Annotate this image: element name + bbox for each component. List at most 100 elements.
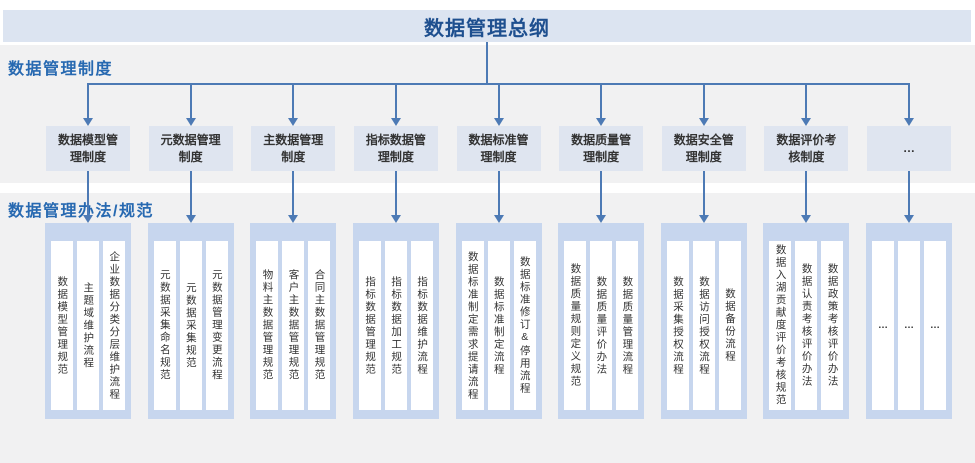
institution-box: 主数据管理制度 [251,126,336,171]
document-column: 元数据管理变更流程 [205,241,228,410]
arrow-stem [87,83,89,118]
institution-box-label: 主数据管理制度 [263,133,324,164]
branch-unit: 数据标准管理制度 数据标准制定需求提请流程 数据标准制定流程 数据标准修订&停用… [455,83,543,419]
document-column-label: 元数据采集规范 [184,281,197,370]
arrow-down-icon [904,118,914,126]
institution-box: 数据模型管理制度 [46,126,130,171]
arrow-stem [292,83,295,118]
document-column-label: 元数据采集命名规范 [158,269,171,382]
arrow-stem [702,171,705,215]
institution-box: 指标数据管理制度 [353,126,438,171]
arrow-to-documents [288,171,299,223]
arrow-to-documents [698,171,709,223]
arrow-down-icon [390,118,401,126]
arrow-to-institution [83,83,93,126]
document-column: 数据质量评价办法 [590,241,613,410]
document-column: 指标数据加工规范 [384,241,407,410]
arrow-stem [908,83,910,118]
branch-unit: 主数据管理制度 物料主数据管理规范 客户主数据管理规范 合同主数据管理规范 [249,83,337,419]
document-column-label: 数据标准修订&停用流程 [518,256,531,395]
document-column-label: 数据备份流程 [724,288,736,363]
branch-unit: … … … … [865,83,953,419]
arrow-stem [394,83,397,118]
title-bar: 数据管理总纲 [3,10,971,42]
institution-box: 数据评价考核制度 [764,126,849,171]
document-column-label: 数据模型管理规范 [56,275,69,376]
document-group: 数据标准制定需求提请流程 数据标准制定流程 数据标准修订&停用流程 [455,223,542,419]
institution-box-label: 元数据管理制度 [160,133,221,164]
arrow-stem [600,83,603,118]
document-column: 合同主数据管理规范 [308,241,331,410]
document-column: 数据访问授权流程 [692,241,715,410]
arrow-down-icon [493,118,504,126]
branches-row: 数据模型管理制度 数据模型管理规范 主题域维护流程 企业数据分类分层维护流程 [44,83,953,419]
document-column-label: 数据入湖贡献度评价考核规范 [774,244,787,407]
document-column-label: 主题域维护流程 [82,281,95,370]
institution-box-label: 数据评价考核制度 [776,133,837,164]
document-column-label: 指标数据维护流程 [416,275,429,376]
arrow-stem [497,83,500,118]
arrow-to-documents [596,171,607,223]
arrow-down-icon [83,215,93,223]
institution-box-label: … [903,141,915,156]
document-column-label: 数据政策考核评价办法 [826,263,839,388]
document-column-label: … [878,319,888,331]
document-column: 数据质量管理流程 [616,241,639,410]
institution-box: 数据安全管理制度 [661,126,746,171]
document-column: 物料主数据管理规范 [256,241,279,410]
arrow-to-institution [698,83,709,126]
document-column: 数据标准制定流程 [487,241,510,410]
branch-unit: 数据安全管理制度 数据采集授权流程 数据访问授权流程 数据备份流程 [660,83,748,419]
document-column: 数据政策考核评价办法 [821,241,844,410]
document-column: 指标数据维护流程 [410,241,433,410]
arrow-down-icon [493,215,504,223]
document-column: 数据标准修订&停用流程 [513,241,536,410]
document-column-label: 数据质量评价办法 [595,275,608,376]
institution-box: 元数据管理制度 [148,126,233,171]
arrow-to-institution [288,83,299,126]
arrow-stem [702,83,705,118]
page-title: 数据管理总纲 [424,17,550,40]
document-column-label: 数据访问授权流程 [698,275,710,376]
arrow-to-institution [596,83,607,126]
document-column-label: 数据质量规则定义规范 [569,263,582,388]
arrow-to-institution [493,83,504,126]
document-column: 企业数据分类分层维护流程 [103,241,125,410]
arrow-to-documents [83,171,93,223]
institution-box-label: 数据安全管理制度 [673,133,734,164]
document-column-label: 数据标准制定流程 [492,275,505,376]
document-group: 数据模型管理规范 主题域维护流程 企业数据分类分层维护流程 [45,223,131,419]
arrow-stem [189,83,192,118]
document-column-label: … [904,319,914,331]
arrow-stem [805,83,808,118]
document-column-label: 数据认责考核评价办法 [800,263,813,388]
document-column: … [872,241,894,410]
arrow-down-icon [698,215,709,223]
arrow-down-icon [185,118,196,126]
arrow-down-icon [83,118,93,126]
arrow-to-institution [185,83,196,126]
institution-box-label: 指标数据管理制度 [365,133,426,164]
arrow-stem [87,171,89,215]
section-label-methods: 数据管理办法/规范 [8,203,154,220]
branch-unit: 元数据管理制度 元数据采集命名规范 元数据采集规范 元数据管理变更流程 [147,83,235,419]
document-column: … [924,241,946,410]
arrow-to-institution [801,83,812,126]
institution-box-label: 数据质量管理制度 [571,133,632,164]
document-group: 数据采集授权流程 数据访问授权流程 数据备份流程 [660,223,747,419]
document-group: 指标数据管理规范 指标数据加工规范 指标数据维护流程 [352,223,439,419]
document-column: 数据采集授权流程 [666,241,689,410]
document-column-label: 指标数据管理规范 [364,275,377,376]
document-column-label: 数据采集授权流程 [672,275,684,376]
document-column: 数据标准制定需求提请流程 [461,241,484,410]
document-column: 元数据采集规范 [179,241,202,410]
institution-box-label: 数据模型管理制度 [57,133,118,164]
arrow-to-institution [390,83,401,126]
document-column: 元数据采集命名规范 [153,241,176,410]
arrow-down-icon [288,215,299,223]
branch-unit: 数据质量管理制度 数据质量规则定义规范 数据质量评价办法 数据质量管理流程 [557,83,645,419]
document-group: 数据质量规则定义规范 数据质量评价办法 数据质量管理流程 [558,223,645,419]
document-column: 数据入湖贡献度评价考核规范 [769,241,792,410]
arrow-down-icon [288,118,299,126]
